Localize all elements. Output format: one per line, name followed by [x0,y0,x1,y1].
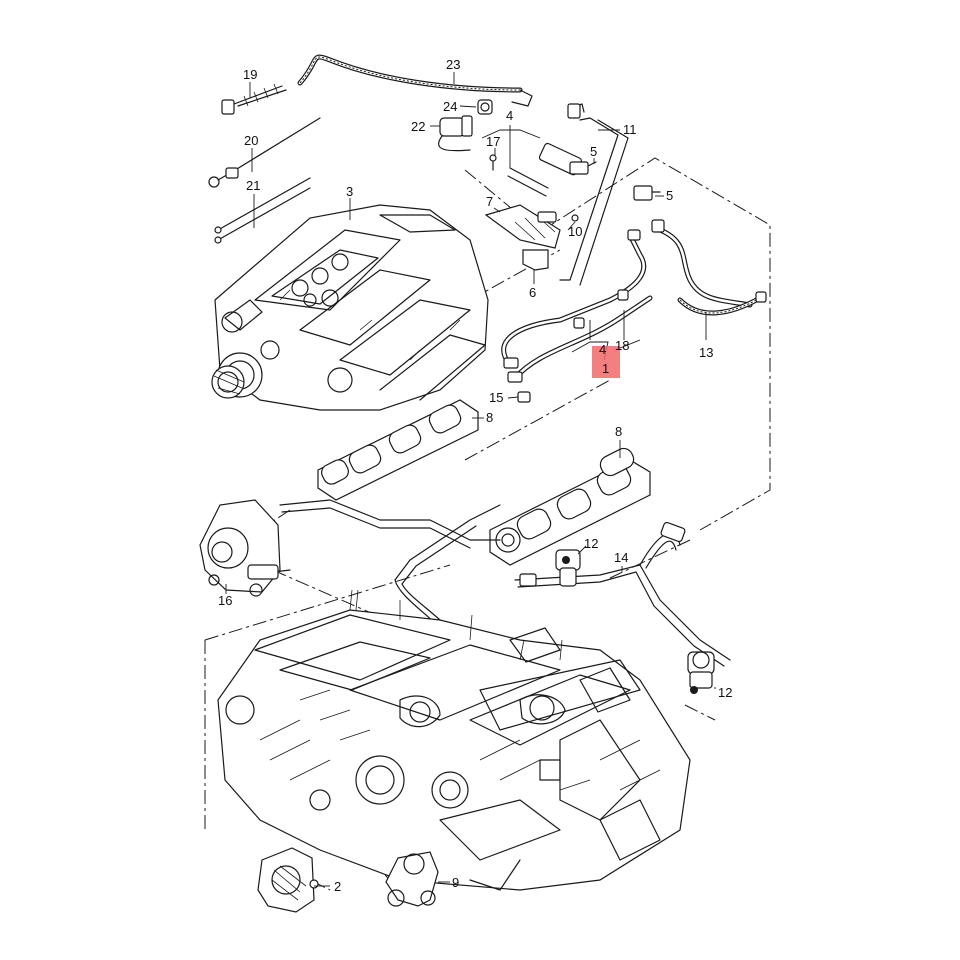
callout-12-lower: 12 [718,685,732,700]
callout-4-top: 4 [506,108,513,123]
callout-5-right: 5 [666,188,673,203]
braided-hose-13 [651,219,767,316]
pipe-14 [279,499,731,681]
callout-15: 15 [489,390,503,405]
callout-3: 3 [346,184,353,199]
callout-10: 10 [568,224,582,239]
elbow-9 [385,851,439,907]
sensor-5a [569,161,597,175]
callout-6: 6 [529,285,536,300]
callout-14: 14 [614,550,628,565]
engine-block [217,589,691,891]
valve-12a [555,549,581,587]
water-pump-16 [199,499,291,597]
pipe-assembly-1 [501,229,653,383]
callout-22: 22 [411,119,425,134]
callout-21: 21 [246,178,260,193]
callout-12-upper: 12 [584,536,598,551]
cable-ties-21 [214,177,311,244]
bracket-6 [522,249,549,271]
callout-24: 24 [443,99,457,114]
valve-22 [438,115,473,152]
supercharger-3 [211,204,489,411]
callout-1: 1 [602,361,609,376]
callout-5-upper: 5 [590,144,597,159]
callout-16: 16 [218,593,232,608]
callout-11: 11 [623,122,637,137]
callout-13: 13 [699,345,713,360]
sensor-5b [633,185,661,201]
callout-2: 2 [334,879,341,894]
callout-8-left: 8 [486,410,493,425]
callout-8-right: 8 [615,424,622,439]
braided-hose-23 [297,54,533,107]
bolt-17 [489,154,497,171]
intake-gasket-8b [489,447,651,566]
bracket-7 [484,204,561,249]
callout-1-highlight [592,346,620,378]
callout-19: 19 [243,67,257,82]
callout-7: 7 [486,194,493,209]
valve-24 [477,99,493,115]
screw-10 [571,214,579,222]
callout-20: 20 [244,133,258,148]
clip-19 [221,83,287,115]
callout-23: 23 [446,57,460,72]
screw-15 [517,391,531,403]
callout-4-lower: 4 [599,342,606,357]
callout-18: 18 [615,338,629,353]
intake-gasket-8a [317,399,479,501]
callout-17: 17 [486,134,500,149]
cable-20 [208,117,321,188]
callout-labels: 19 23 24 22 4 17 11 5 5 20 21 3 7 10 6 4… [218,57,732,894]
vacuum-pump-2 [257,847,319,913]
valve-12b [687,651,715,694]
callout-9: 9 [452,875,459,890]
pipe-11 [559,103,629,286]
